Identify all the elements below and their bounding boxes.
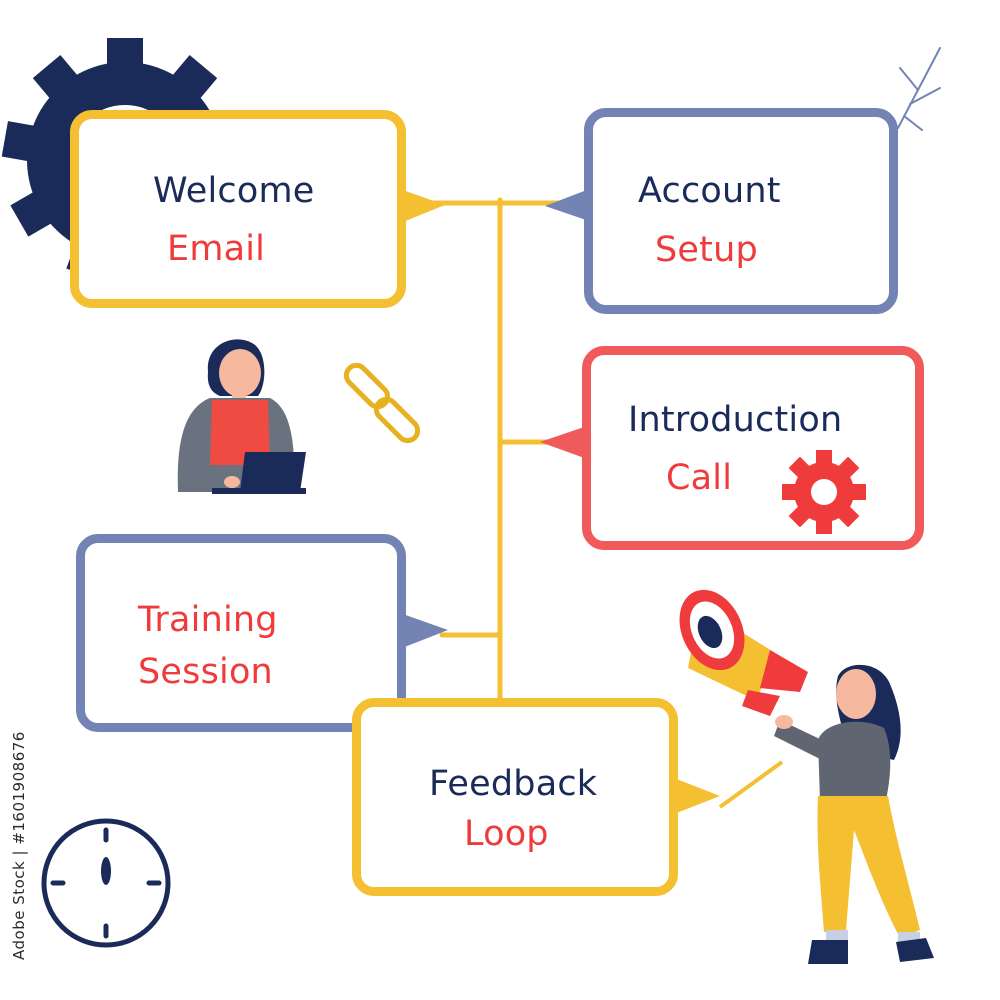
feedback-loop-box: Feedback Loop [352,698,678,896]
feedback-loop-subtitle: Loop [464,814,549,854]
welcome-email-box: Welcome Email [70,110,406,308]
introduction-call-box: Introduction Call [582,346,924,550]
megaphone-icon [679,589,808,716]
welcome-email-title: Welcome [153,171,315,211]
training-session-subtitle: Session [138,652,273,692]
training-session-box: Training Session [76,534,406,732]
welcome-email-subtitle: Email [167,229,266,269]
stock-id-label: Adobe Stock | #1601908676 [10,731,28,960]
account-setup-title: Account [638,171,781,211]
introduction-call-subtitle: Call [666,458,733,498]
introduction-call-title: Introduction [628,400,843,440]
gear-icon [782,450,866,534]
account-setup-box: Account Setup [584,108,898,314]
feedback-loop-title: Feedback [429,764,598,804]
account-setup-subtitle: Setup [655,230,758,270]
training-session-title: Training [138,600,278,640]
